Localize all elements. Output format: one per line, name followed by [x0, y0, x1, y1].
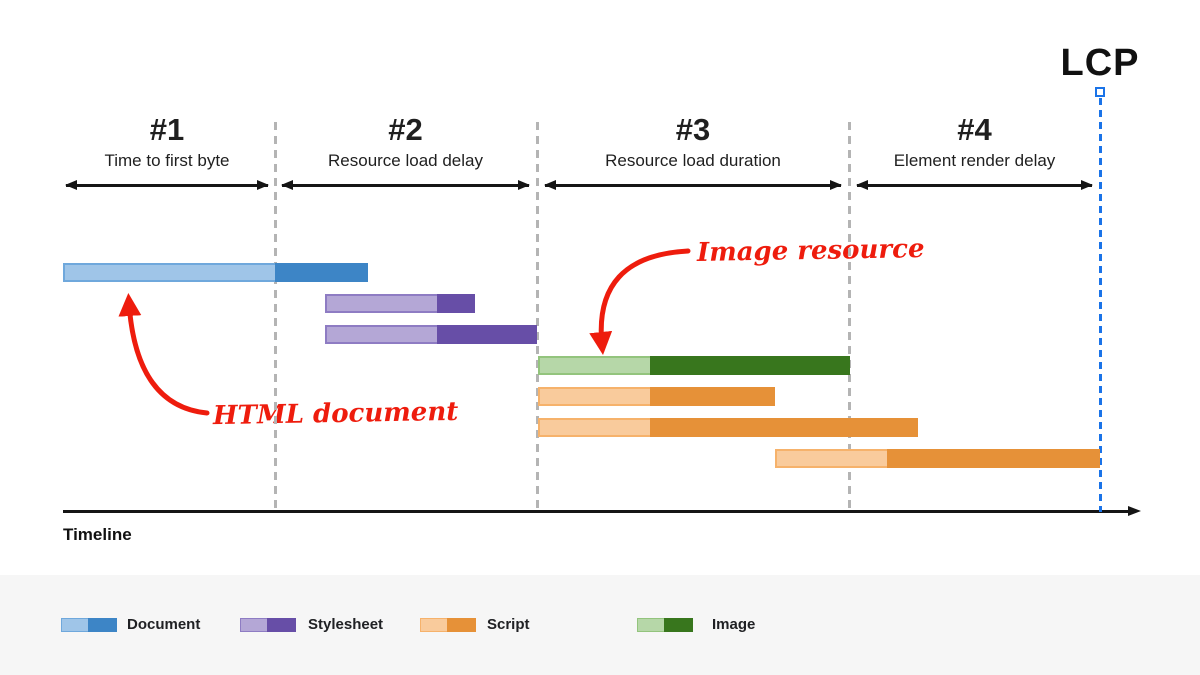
legend-label: Document: [127, 616, 201, 633]
timeline-axis: [63, 510, 1129, 513]
phase-divider: [273, 122, 277, 512]
phase-number: #2: [388, 112, 423, 147]
lcp-title: LCP: [1060, 42, 1140, 84]
legend-label: Stylesheet: [308, 616, 384, 633]
timeline-label: Timeline: [63, 525, 132, 544]
html-document-arrow: [118, 293, 210, 416]
phase-divider: [535, 122, 539, 512]
phase-number: #3: [675, 112, 711, 147]
image-resource-arrow: [589, 248, 691, 355]
legend-swatch-dark: [447, 618, 476, 632]
resource-bar-stylesheet: [325, 325, 537, 344]
legend-swatch-dark: [664, 618, 693, 632]
phase-divider: [847, 122, 851, 512]
resource-bar-script: [538, 387, 775, 406]
resource-bar-image: [538, 356, 850, 375]
phase-range-arrow: [545, 184, 841, 187]
resource-bar-script: [538, 418, 918, 437]
legend-swatch-stylesheet: [240, 618, 296, 632]
legend-swatch-script: [420, 618, 476, 632]
bar-segment-dark: [650, 356, 850, 375]
annotation-image-resource: Image resource: [696, 234, 925, 268]
bar-segment-dark: [437, 294, 475, 313]
phase-label: Resource load delay: [328, 151, 483, 170]
bar-segment-dark: [887, 449, 1100, 468]
phase-range-arrow: [857, 184, 1092, 187]
lcp-line: [1098, 98, 1102, 512]
legend-swatch-document: [61, 618, 117, 632]
resource-bar-document: [63, 263, 368, 282]
legend-swatch-image: [637, 618, 693, 632]
bar-segment-dark: [650, 418, 918, 437]
phase-label: Resource load duration: [605, 151, 781, 170]
legend-label: Script: [487, 616, 530, 633]
legend-band: [0, 575, 1200, 675]
annotation-html-document: HTML document: [212, 396, 459, 432]
phase-range-arrow: [282, 184, 529, 187]
lcp-marker-square: [1094, 87, 1105, 97]
phase-number: #1: [149, 112, 185, 147]
phase-label: Element render delay: [893, 151, 1056, 170]
legend-swatch-dark: [267, 618, 296, 632]
resource-bar-stylesheet: [325, 294, 475, 313]
bar-segment-dark: [650, 387, 775, 406]
legend-label: Image: [712, 616, 756, 633]
legend-swatch-dark: [88, 618, 117, 632]
phase-number: #4: [957, 112, 992, 147]
bar-segment-dark: [275, 263, 368, 282]
resource-bar-script: [775, 449, 1100, 468]
bar-segment-dark: [437, 325, 537, 344]
phase-label: Time to first byte: [104, 151, 230, 170]
phase-range-arrow: [66, 184, 268, 187]
